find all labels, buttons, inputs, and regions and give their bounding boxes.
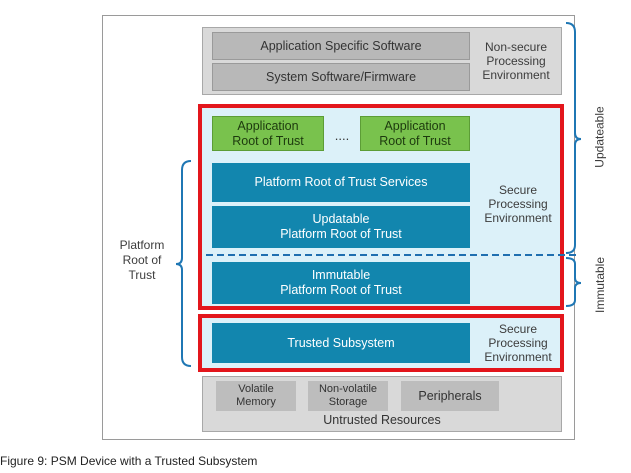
figure-caption: Figure 9: PSM Device with a Trusted Subs… [0,454,258,468]
untrusted-resources-label: Untrusted Resources [323,413,441,427]
ellipsis-separator: .... [334,127,350,143]
application-root-of-trust-block-2: Application Root of Trust [360,116,470,151]
trusted-subsystem-red-frame [198,314,564,372]
volatile-memory-block: Volatile Memory [216,381,296,411]
trusted-subsystem-block: Trusted Subsystem [212,323,470,363]
application-specific-software-block: Application Specific Software [212,32,470,60]
platform-rot-bracket [175,160,192,367]
peripherals-block: Peripherals [401,381,499,411]
updateable-label: Updateable [592,106,607,168]
updatable-platform-rot-block: Updatable Platform Root of Trust [212,206,470,248]
immutable-platform-rot-block: Immutable Platform Root of Trust [212,262,470,304]
secure-environment-red-frame [198,104,564,310]
immutable-bracket [565,257,582,307]
nonvolatile-storage-block: Non-volatile Storage [308,381,388,411]
nonsecure-env-label: Non-secure Processing Environment [482,40,550,82]
trusted-subsystem-env-label: Secure Processing Environment [484,322,552,364]
updateable-bracket [565,22,582,254]
platform-rot-services-block: Platform Root of Trust Services [212,163,470,202]
secure-env-label: Secure Processing Environment [484,183,552,225]
application-root-of-trust-block: Application Root of Trust [212,116,324,151]
updateable-label-wrap: Updateable [560,106,631,167]
system-software-firmware-block: System Software/Firmware [212,63,470,91]
immutable-label-wrap: Immutable [560,257,631,313]
immutable-label: Immutable [593,256,607,314]
platform-rot-label: Platform Root of Trust [119,237,165,282]
